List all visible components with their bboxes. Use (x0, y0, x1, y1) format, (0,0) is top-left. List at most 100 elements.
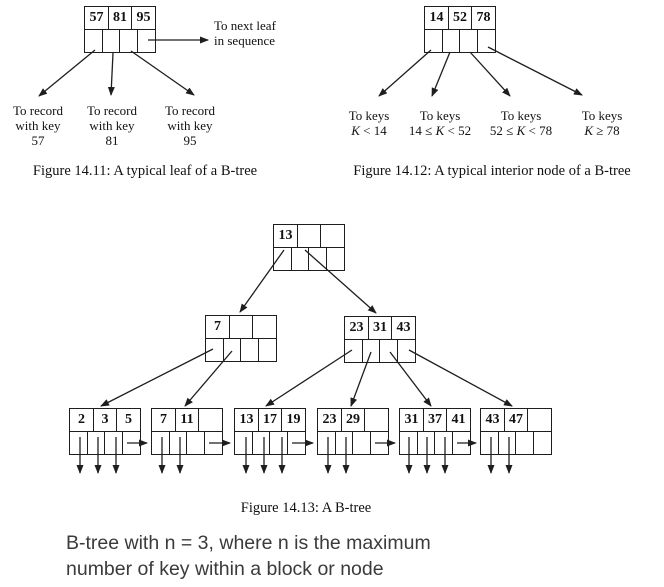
btree-internal-node-7: 7 (205, 315, 278, 362)
pointer-cell (119, 28, 139, 53)
figure-14-13-caption: Figure 14.13: A B-tree (240, 500, 372, 516)
pointer-cell (222, 337, 242, 362)
figure-14-12-caption: Figure 14.12: A typical interior node of… (353, 163, 631, 179)
pointer-cell (286, 430, 307, 455)
key-cell (296, 224, 322, 248)
pointer-cell (480, 430, 500, 455)
pointer-cell (497, 430, 517, 455)
record-label-line: with key (15, 118, 61, 133)
pointer-cell (151, 430, 171, 455)
btree-leaf-7-11: 7 11 (151, 408, 224, 455)
pointer-cell (416, 430, 436, 455)
record-label-line: with key (89, 118, 135, 133)
annotation-line2: number of key within a block or node (66, 558, 384, 580)
leaf-example-node: 57 81 95 (84, 6, 157, 53)
pointer-cell (273, 246, 293, 271)
key-cell (364, 408, 389, 432)
record-label-line: To record (87, 103, 137, 118)
pointer-cell (399, 430, 419, 455)
arrow-to-record-95 (130, 50, 195, 96)
pointer-cell (334, 430, 354, 455)
next-leaf-label-line1: To next leaf (214, 18, 276, 33)
keys-label-line: To keys (581, 108, 623, 123)
record-label-key: 81 (105, 133, 119, 148)
arrow-to-record-57 (38, 49, 96, 97)
pointer-row (480, 430, 553, 455)
key-cell: 43 (391, 316, 416, 340)
pointer-row (84, 28, 157, 53)
key-cell: 7 (151, 408, 176, 432)
key-cell: 11 (174, 408, 200, 432)
pointer-row (424, 28, 497, 53)
pointer-cell (257, 337, 278, 362)
keys-range-expr: 52 ≤ K < 78 (489, 123, 553, 138)
key-cell: 14 (424, 6, 449, 30)
pointer-cell (186, 430, 206, 455)
keys-range-expr: 14 ≤ K < 52 (408, 123, 472, 138)
keys-range-label-2: To keys 14 ≤ K < 52 (400, 108, 480, 138)
key-row: 2 3 5 (69, 408, 141, 432)
key-row: 7 11 (151, 408, 223, 432)
next-leaf-label: To next leaf in sequence (214, 18, 276, 48)
record-label-line: To record (13, 103, 63, 118)
keys-range-label-3: To keys 52 ≤ K < 78 (481, 108, 561, 138)
pointer-row (344, 338, 417, 363)
key-cell (527, 408, 552, 432)
keys-range-expr: K ≥ 78 (584, 123, 620, 138)
keys-range-expr: K < 14 (351, 123, 387, 138)
key-row: 31 37 41 (399, 408, 471, 432)
arrow-node7-to-leaf-2-3-5 (100, 348, 214, 407)
arrow-node23-to-leaf-43-47 (408, 349, 513, 407)
record-label-key: 57 (31, 133, 45, 148)
key-row: 14 52 78 (424, 6, 496, 30)
btree-leaf-23-29: 23 29 (317, 408, 390, 455)
key-cell: 52 (447, 6, 473, 30)
key-cell: 7 (205, 315, 230, 339)
key-row: 23 29 (317, 408, 389, 432)
key-cell: 19 (281, 408, 306, 432)
pointer-cell (308, 246, 328, 271)
key-cell (198, 408, 223, 432)
next-leaf-label-line2: in sequence (214, 33, 276, 48)
key-row: 57 81 95 (84, 6, 156, 30)
pointer-cell (269, 430, 289, 455)
key-cell: 5 (116, 408, 141, 432)
keys-label-line: To keys (348, 108, 390, 123)
pointer-cell (317, 430, 337, 455)
pointer-cell (352, 430, 372, 455)
pointer-cell (369, 430, 390, 455)
key-cell: 2 (69, 408, 94, 432)
key-cell: 29 (340, 408, 366, 432)
pointer-cell (203, 430, 224, 455)
record-label-81: To record with key 81 (75, 103, 149, 148)
pointer-row (205, 337, 278, 362)
key-cell: 17 (257, 408, 283, 432)
pointer-cell (101, 28, 121, 53)
key-cell (320, 224, 345, 248)
key-cell: 41 (446, 408, 471, 432)
pointer-row (317, 430, 390, 455)
pointer-row (234, 430, 307, 455)
pointer-cell (251, 430, 271, 455)
btree-annotation: B-tree with n = 3, where n is the maximu… (66, 530, 486, 582)
pointer-row (273, 246, 346, 271)
annotation-line1: B-tree with n = 3, where n is the maximu… (66, 532, 431, 554)
arrow-to-keys-ge-78 (487, 46, 583, 96)
key-cell (252, 315, 277, 339)
pointer-cell (344, 338, 364, 363)
pointer-cell (451, 430, 472, 455)
pointer-cell (459, 28, 479, 53)
arrow-to-keys-14-52 (431, 51, 451, 97)
arrow-to-keys-lt-14 (378, 49, 432, 97)
arrow-to-keys-52-78 (469, 51, 511, 97)
btree-internal-node-23-31-43: 23 31 43 (344, 316, 417, 363)
key-cell: 81 (107, 6, 133, 30)
btree-leaf-31-37-41: 31 37 41 (399, 408, 472, 455)
pointer-cell (168, 430, 188, 455)
pointer-cell (234, 430, 254, 455)
pointer-cell (240, 337, 260, 362)
record-label-57: To record with key 57 (1, 103, 75, 148)
key-cell: 3 (92, 408, 118, 432)
btree-leaf-43-47: 43 47 (480, 408, 553, 455)
